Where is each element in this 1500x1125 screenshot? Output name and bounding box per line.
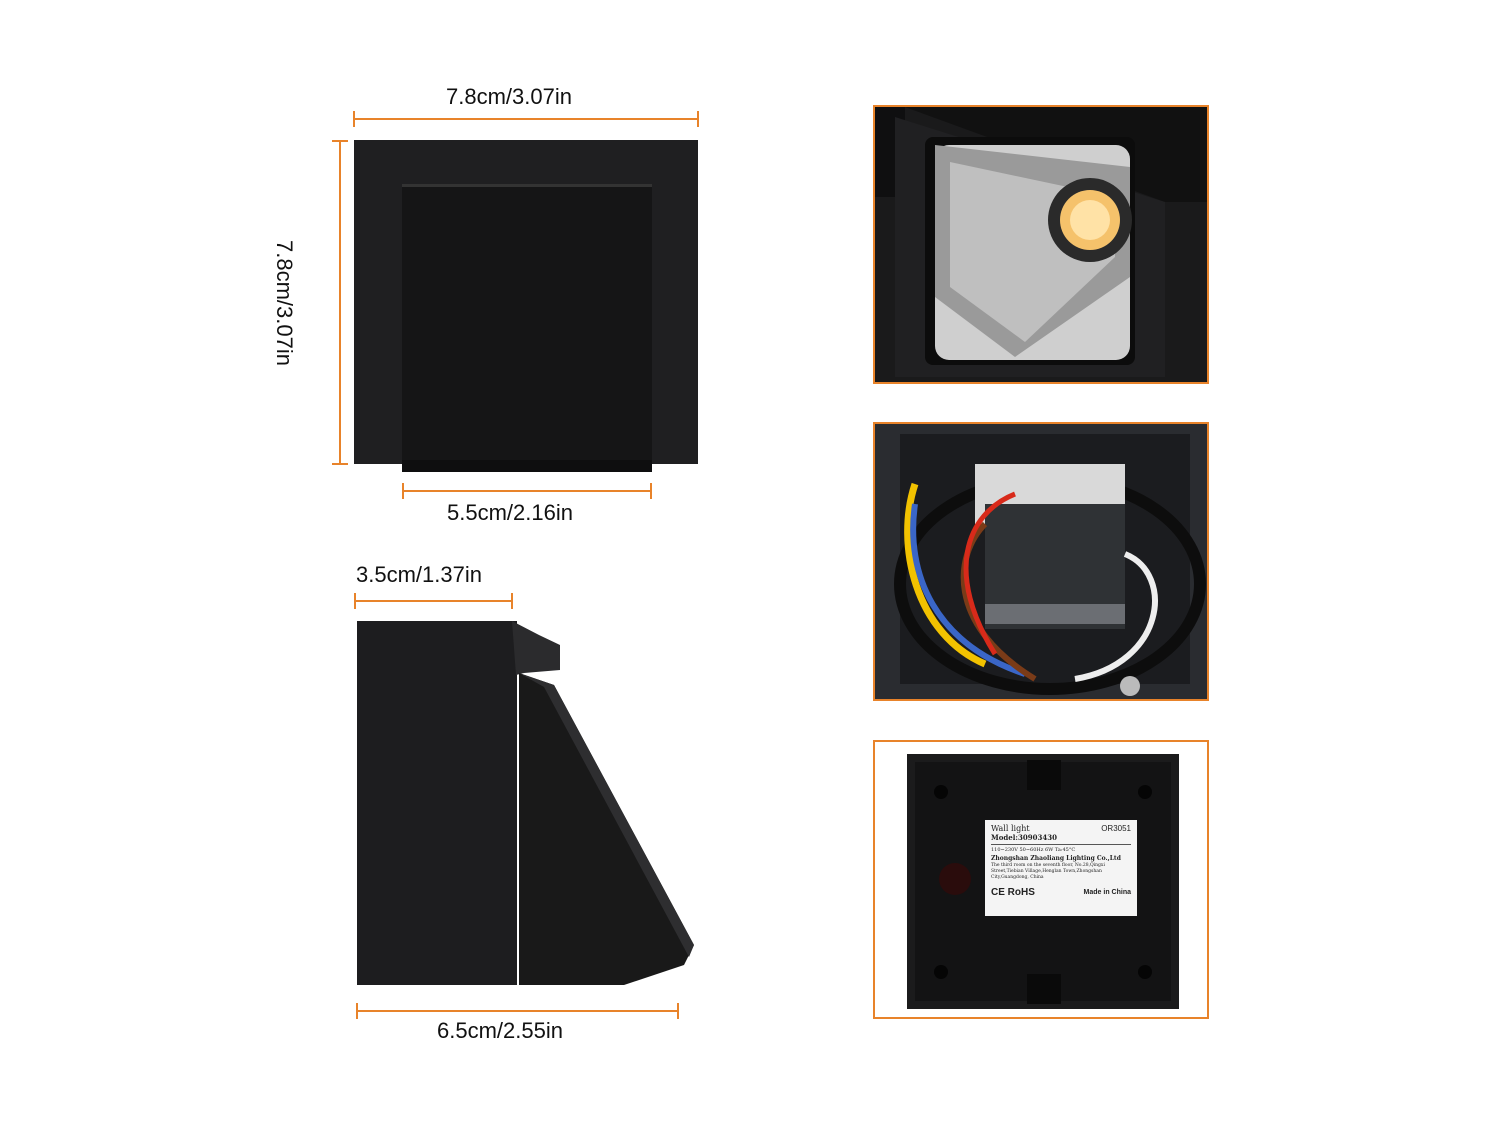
front-view-image [354, 140, 698, 472]
label-product: Wall light [991, 824, 1030, 833]
tick [650, 483, 652, 499]
led-closeup-panel [873, 105, 1209, 384]
label-company: Zhongshan Zhaoliang Lighting Co.,Ltd [991, 855, 1121, 862]
tick [332, 140, 348, 142]
front-width-line [354, 118, 698, 120]
side-bottom-line [357, 1010, 677, 1012]
front-width-label: 7.8cm/3.07in [446, 84, 572, 109]
label-specs: 110~230V 50~60Hz 6W Ta:45°C [991, 847, 1076, 853]
side-view-image [357, 621, 694, 985]
front-height-line [339, 141, 341, 464]
back-label-panel: Wall light OR3051 Model:30903430 110~230… [873, 740, 1209, 1019]
front-height-label: 7.8cm/3.07in [271, 240, 297, 366]
wiring-panel [873, 422, 1209, 701]
side-top-label: 3.5cm/1.37in [356, 562, 482, 587]
label-address: The third room on the seventh floor, No.… [991, 863, 1105, 880]
inner-width-line [403, 490, 651, 492]
tick [356, 1003, 358, 1019]
side-top-line [355, 600, 512, 602]
side-bottom-label: 6.5cm/2.55in [437, 1018, 563, 1043]
tick [511, 593, 513, 609]
tick [353, 111, 355, 127]
product-label: Wall light OR3051 Model:30903430 110~230… [985, 820, 1137, 916]
label-origin: Made in China [1083, 889, 1131, 896]
led-closeup-image [875, 107, 1207, 382]
tick [332, 463, 348, 465]
wiring-image [875, 424, 1207, 699]
tick [354, 593, 356, 609]
label-marks: CE RoHS [991, 887, 1035, 898]
tick [677, 1003, 679, 1019]
label-model: Model:30903430 [991, 833, 1131, 845]
tick [697, 111, 699, 127]
tick [402, 483, 404, 499]
inner-width-label: 5.5cm/2.16in [447, 500, 573, 525]
label-code: OR3051 [1101, 824, 1131, 833]
